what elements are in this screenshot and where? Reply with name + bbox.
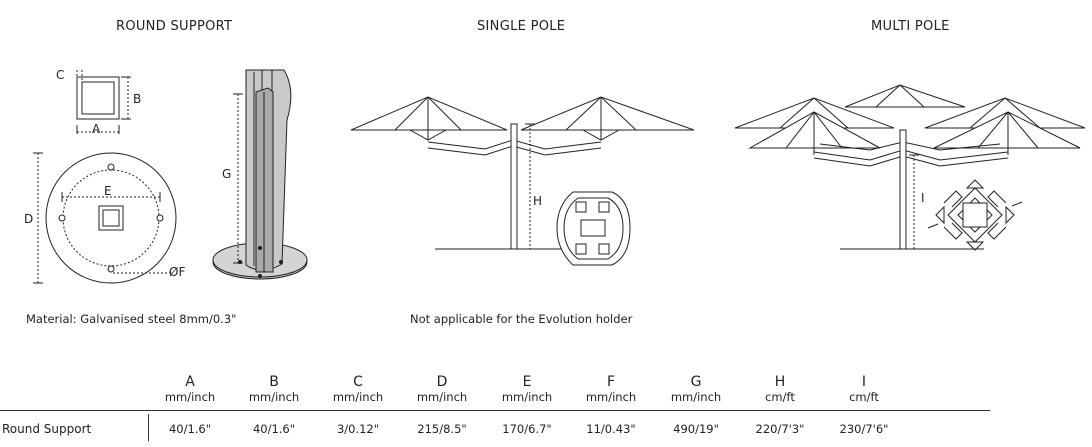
cell-i: 230/7'6"	[839, 422, 889, 436]
col-header-a: A mm/inch	[164, 374, 216, 404]
dim-label-i: I	[921, 191, 925, 205]
round-support-title: ROUND SUPPORT	[116, 19, 233, 34]
cell-e: 170/6.7"	[502, 422, 552, 436]
col-header-i: I cm/ft	[849, 374, 879, 404]
pole-3d-diagram	[212, 69, 308, 280]
cell-b: 40/1.6"	[252, 422, 296, 436]
material-note: Material: Galvanised steel 8mm/0.3"	[26, 312, 237, 326]
single-pole-title: SINGLE POLE	[477, 19, 566, 34]
single-pole-profile	[556, 191, 631, 266]
cell-c: 3/0.12"	[336, 422, 380, 436]
dim-label-f: ØF	[169, 265, 185, 279]
cell-d: 215/8.5"	[417, 422, 467, 436]
dim-label-c: C	[56, 68, 64, 82]
cell-f: 11/0.43"	[586, 422, 636, 436]
col-header-h: H cm/ft	[765, 374, 795, 404]
row-label-round-support: Round Support	[2, 422, 92, 436]
dim-label-b: B	[133, 92, 141, 106]
cell-h: 220/7'3"	[755, 422, 805, 436]
not-applicable-note: Not applicable for the Evolution holder	[410, 312, 633, 326]
table-rule	[0, 410, 990, 411]
tube-section-diagram	[76, 70, 131, 134]
col-header-e: E mm/inch	[501, 374, 553, 404]
dim-label-h: H	[533, 194, 542, 208]
cell-a: 40/1.6"	[168, 422, 212, 436]
col-header-d: D mm/inch	[416, 374, 468, 404]
col-header-g: G mm/inch	[670, 374, 722, 404]
col-header-c: C mm/inch	[332, 374, 384, 404]
multi-pole-title: MULTI POLE	[871, 19, 950, 34]
dim-label-d: D	[24, 212, 33, 226]
base-plate-diagram	[33, 152, 177, 284]
dim-label-a: A	[92, 122, 101, 136]
col-header-f: F mm/inch	[585, 374, 637, 404]
multi-pole-diagram	[734, 84, 1086, 250]
multi-pole-profile	[927, 179, 1023, 251]
single-pole-diagram	[350, 96, 695, 250]
dim-label-e: E	[104, 184, 112, 198]
row-separator	[148, 414, 149, 441]
cell-g: 490/19"	[673, 422, 719, 436]
col-header-b: B mm/inch	[248, 374, 300, 404]
dim-label-g: G	[222, 167, 231, 181]
